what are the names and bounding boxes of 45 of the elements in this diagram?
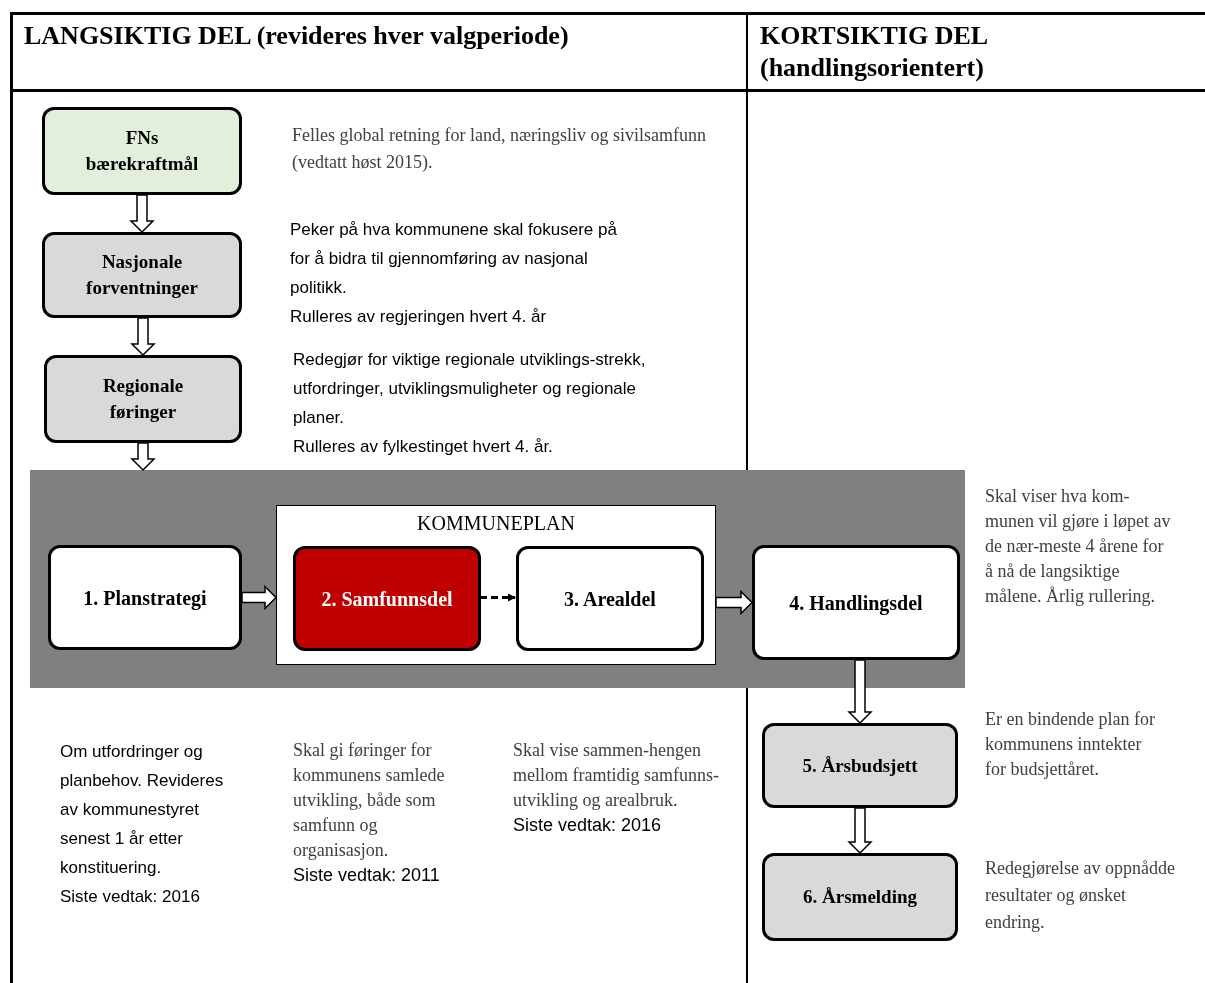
process-box bbox=[752, 545, 960, 660]
process-box bbox=[48, 545, 242, 650]
block-arrow bbox=[129, 194, 155, 234]
node-label: Regionale føringer bbox=[101, 374, 185, 424]
band-background bbox=[30, 470, 965, 688]
description-text: Siste vedtak: 2011 bbox=[293, 864, 441, 887]
group-frame bbox=[276, 505, 716, 665]
description-text: Felles global retning for land, næringsliv og sivilsamfunn (vedtatt høst 2015). bbox=[292, 124, 707, 174]
description-text: Skal gi føringer for kommunens samlede utvikling, både som samfunn og organisasjon. bbox=[293, 739, 446, 862]
block-arrow bbox=[241, 584, 278, 611]
process-box bbox=[293, 546, 481, 651]
node-label: FNs bærekraftmål bbox=[84, 126, 200, 176]
block-arrow bbox=[715, 589, 754, 616]
description-text: Redegjør for viktige regionale utviklings-strekk, utfordringer, utviklingsmuligheter og regionale planer. bbox=[293, 349, 647, 429]
description-text: Skal vise sammen-hengen mellom framtidig samfunns-utvikling og arealbruk. bbox=[513, 739, 720, 812]
block-arrow bbox=[847, 807, 873, 855]
description-text: Redegjørelse av oppnådde resultater og ønsket endring. bbox=[985, 857, 1175, 934]
node-label: 1. Planstrategi bbox=[83, 585, 207, 612]
description-text: Siste vedtak: 2016 bbox=[513, 814, 663, 837]
block-arrow bbox=[130, 442, 156, 472]
node-label: 3. Arealdel bbox=[564, 586, 656, 612]
process-box bbox=[762, 723, 958, 808]
node-label: 6. Årsmelding bbox=[803, 885, 917, 909]
block-arrow bbox=[847, 659, 873, 725]
column-header: KORTSIKTIG DEL (handlingsorientert) bbox=[760, 20, 988, 84]
process-box bbox=[44, 355, 242, 443]
process-box bbox=[42, 232, 242, 318]
process-box bbox=[762, 853, 958, 941]
node-label: 4. Handlingsdel bbox=[789, 590, 923, 617]
process-box bbox=[42, 107, 242, 195]
description-text: Skal viser hva kom-munen vil gjøre i løpet av de nær-meste 4 årene for å nå de langsiktige målene. Årlig rullering. bbox=[985, 485, 1172, 608]
description-text: Rulleres av regjeringen hvert 4. år bbox=[290, 306, 548, 328]
column-header: LANGSIKTIG DEL (revideres hver valgperiode) bbox=[24, 20, 570, 52]
node-label: Nasjonale forventninger bbox=[85, 250, 199, 300]
block-arrow bbox=[130, 317, 156, 357]
node-label: 5. Årsbudsjett bbox=[802, 753, 918, 778]
node-label: 2. Samfunnsdel bbox=[321, 586, 453, 612]
description-text: Siste vedtak: 2016 bbox=[60, 886, 201, 908]
description-text: Rulleres av fylkestinget hvert 4. år. bbox=[293, 436, 554, 458]
description-text: Er en bindende plan for kommunens inntekter for budsjettåret. bbox=[985, 708, 1156, 781]
description-text: Peker på hva kommunene skal fokusere på for å bidra til gjennomføring av nasjonal politikk. bbox=[290, 219, 618, 299]
group-title: KOMMUNEPLAN bbox=[416, 511, 576, 536]
dashed-arrow bbox=[480, 593, 516, 602]
description-text: Om utfordringer og planbehov. Revideres av kommunestyret senest 1 år etter konstituering. bbox=[60, 741, 225, 879]
process-box bbox=[516, 546, 704, 651]
